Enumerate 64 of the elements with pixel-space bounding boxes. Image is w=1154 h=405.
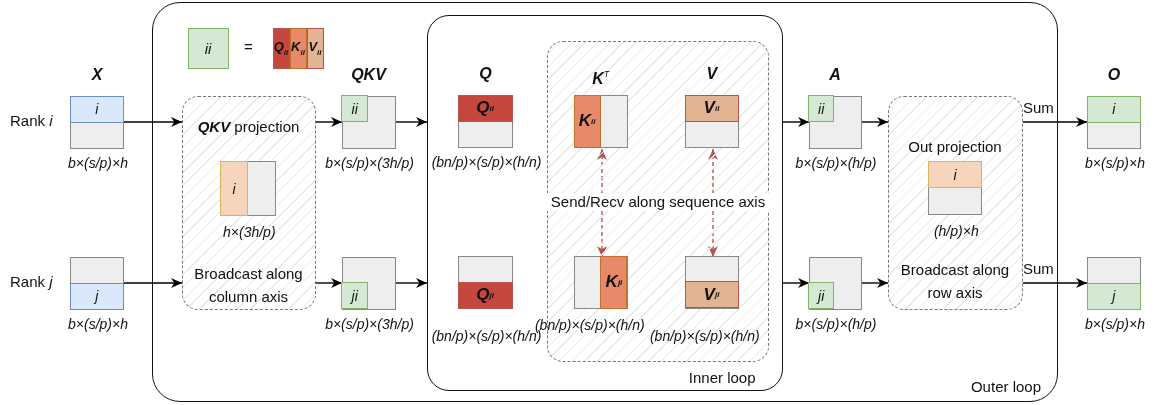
cell-text: ii [204,39,212,57]
dimension-label: b×(s/p)×h [1085,155,1145,171]
arrow [395,278,428,288]
matrix-title: V [706,64,718,83]
matrix-partition: i [69,95,124,123]
arrow [782,117,810,127]
dimension-label: b×(s/p)×h [68,316,128,332]
arrow [315,117,343,127]
matrix-partition: ji [341,282,369,310]
edge-label: Sum [1023,261,1054,277]
matrix-partition: j [69,282,124,310]
loop-frame [426,14,783,391]
matrix-title: QKV [351,65,386,84]
dimension-label: b×(s/p)×h [68,155,128,171]
dimension-label: b×(s/p)×(3h/p) [325,154,414,171]
dimension-label: b×(s/p)×h [1085,316,1145,332]
rank-label: Rank i [10,112,53,129]
matrix-partition: i [928,161,982,188]
region-label: Out projection [907,136,1003,157]
matrix-title: K$^{T}$ [592,67,610,88]
rank-label: Rank j [10,273,53,290]
region-label: Broadcast along column axis [193,263,304,307]
arrow [1022,117,1088,127]
arrow [123,117,183,127]
arrow [861,117,889,127]
matrix-title: O [1107,66,1121,84]
arrow [861,278,889,288]
cell-text: Q$_{ii}$ [273,39,289,57]
equals-label: = [244,38,253,55]
matrix-partition: i [220,161,248,216]
dimension-label: b×(s/p)×(h/p) [795,154,877,171]
arrow [315,278,343,288]
loop-label: Inner loop [688,368,756,386]
arrow [782,278,810,288]
arrow [1022,278,1088,288]
dimension-label: h×(3h/p) [223,224,276,241]
loop-label: Outer loop [970,378,1041,395]
matrix-partition: ji [808,282,835,310]
cell-text: K$_{ii}$ [291,39,305,57]
dimension-label: b×(s/p)×(h/p) [795,315,877,332]
arrow [395,117,428,127]
edge-label: Sum [1023,100,1054,116]
matrix-partition: j [1086,282,1141,310]
key-cell [272,27,290,69]
matrix-title: X [91,66,103,84]
matrix-title: A [829,65,841,84]
matrix-title: Q [479,65,492,83]
loop-frame [152,2,1058,402]
region-label: QKV projection [196,116,301,137]
arrow [123,278,183,288]
dimension-label: (h/p)×h [933,223,979,240]
matrix-partition: ii [341,95,369,123]
dimension-label: (bn/p)×(s/p)×(h/n) [431,154,542,170]
dashed-region [181,95,316,310]
region-label: Broadcast along row axis [899,259,1011,303]
dashed-region [887,95,1023,310]
cell-text: V$_{ii}$ [308,39,322,57]
key-cell [187,27,229,69]
matrix-partition: ii [808,95,835,123]
dashed-arrow [597,148,607,258]
dimension-label: (bn/p)×(s/p)×(h/n) [649,327,760,344]
dashed-arrow [708,148,718,258]
matrix-partition: i [1086,95,1141,123]
dimension-label: b×(s/p)×(3h/p) [325,315,414,332]
